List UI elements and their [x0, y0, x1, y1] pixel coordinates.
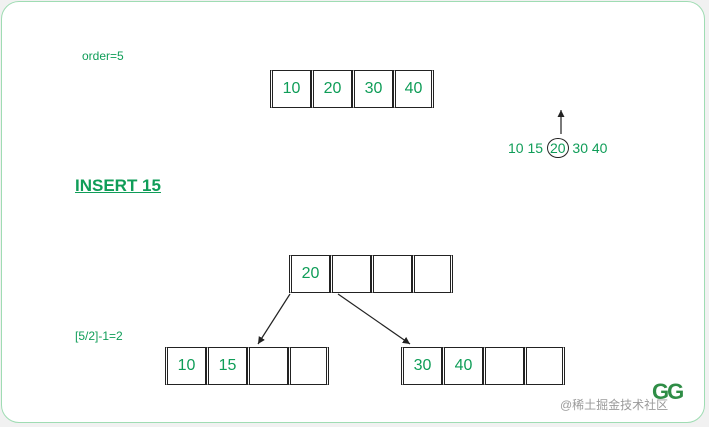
key-cell: 40: [442, 347, 483, 385]
key-cell: [412, 255, 453, 293]
key-cell: 15: [206, 347, 247, 385]
key-cell: 30: [401, 347, 442, 385]
watermark: @稀土掘金技术社区: [560, 398, 669, 412]
key-cell: [247, 347, 288, 385]
sequence-before: 10 15: [508, 140, 544, 156]
key-cell: [288, 347, 329, 385]
root-node: 20: [289, 255, 453, 293]
left-child-node: 10 15: [165, 347, 329, 385]
key-cell: 40: [393, 70, 434, 108]
right-child-arrow: [337, 293, 411, 345]
key-sequence: 10 15 20 30 40: [508, 138, 607, 158]
key-cell: [371, 255, 412, 293]
sequence-after: 30 40: [572, 140, 608, 156]
key-cell: 30: [352, 70, 393, 108]
right-child-node: 30 40: [401, 347, 565, 385]
median-key: 20: [546, 138, 569, 158]
key-cell: [483, 347, 524, 385]
left-child-arrow: [257, 293, 291, 345]
initial-node: 10 20 30 40: [270, 70, 434, 108]
insert-heading: INSERT 15: [75, 176, 161, 195]
key-cell: 20: [311, 70, 352, 108]
order-label: order=5: [82, 49, 124, 63]
gfg-logo: GG: [652, 379, 684, 404]
split-formula: [5/2]-1=2: [75, 329, 123, 343]
key-cell: [330, 255, 371, 293]
key-cell: 10: [165, 347, 206, 385]
key-cell: [524, 347, 565, 385]
key-cell: 10: [270, 70, 311, 108]
key-cell: 20: [289, 255, 330, 293]
